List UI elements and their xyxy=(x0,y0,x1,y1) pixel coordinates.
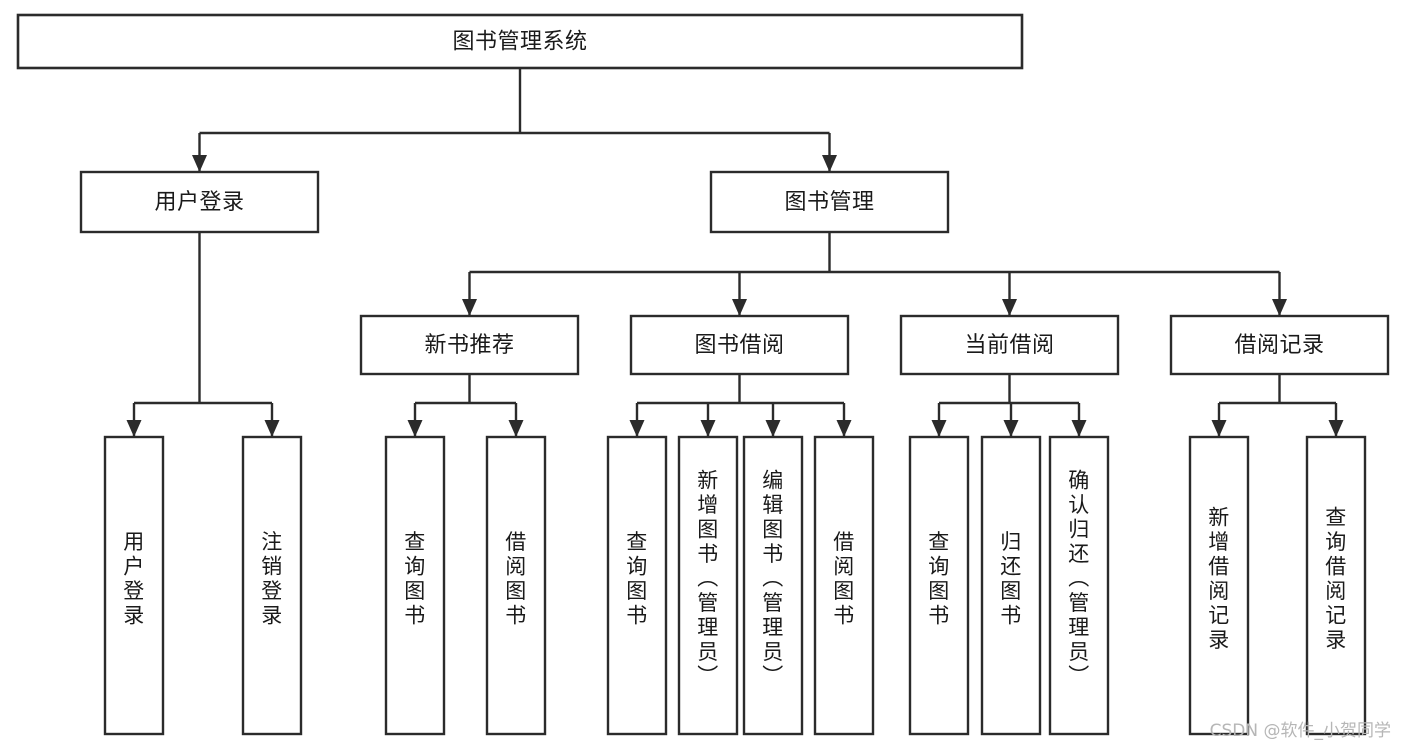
node-label: 查询图书 xyxy=(404,530,426,628)
node-box[interactable] xyxy=(1048,435,1110,736)
node-label: 查询图书 xyxy=(626,530,648,628)
node-box[interactable] xyxy=(1169,314,1390,376)
node-label: 查询借阅记录 xyxy=(1325,505,1347,652)
node-label: 借阅记录 xyxy=(1234,333,1324,358)
node-label: 用户登录 xyxy=(123,530,145,628)
nodes-layer: 图书管理系统用户登录图书管理新书推荐图书借阅当前借阅借阅记录用户登录注销登录查询… xyxy=(16,13,1390,736)
node-box[interactable] xyxy=(813,435,875,736)
node-leaf-return-book[interactable]: 归还图书 xyxy=(980,435,1042,736)
connectors-layer xyxy=(126,68,1344,437)
node-label: 图书管理 xyxy=(784,190,874,215)
node-label: 新增借阅记录 xyxy=(1208,505,1230,652)
node-leaf-logout[interactable]: 注销登录 xyxy=(241,435,303,736)
node-box[interactable] xyxy=(606,435,668,736)
node-label: 归还图书 xyxy=(1000,530,1022,628)
node-box[interactable] xyxy=(1188,435,1250,736)
node-box[interactable] xyxy=(359,314,580,376)
node-box[interactable] xyxy=(79,170,320,234)
node-box[interactable] xyxy=(16,13,1024,70)
node-label: 查询图书 xyxy=(928,530,950,628)
node-label: 新书推荐 xyxy=(424,333,514,358)
node-label: 用户登录 xyxy=(154,190,244,215)
node-box[interactable] xyxy=(899,314,1120,376)
node-label: 当前借阅 xyxy=(964,333,1054,358)
node-label: 编辑图书（管理员） xyxy=(762,469,784,689)
node-label: 借阅图书 xyxy=(833,530,855,628)
node-root[interactable]: 图书管理系统 xyxy=(16,13,1024,70)
node-box[interactable] xyxy=(485,435,547,736)
node-leaf-add-record[interactable]: 新增借阅记录 xyxy=(1188,435,1250,736)
node-box[interactable] xyxy=(241,435,303,736)
node-label: 注销登录 xyxy=(261,530,283,628)
node-new-book-recommend[interactable]: 新书推荐 xyxy=(359,314,580,376)
node-user-login[interactable]: 用户登录 xyxy=(79,170,320,234)
node-label: 新增图书（管理员） xyxy=(697,469,719,689)
node-label: 确认归还（管理员） xyxy=(1068,469,1090,689)
node-box[interactable] xyxy=(103,435,165,736)
node-leaf-borrow-book-1[interactable]: 借阅图书 xyxy=(485,435,547,736)
node-label: 图书借阅 xyxy=(694,333,784,358)
node-leaf-query-book-1[interactable]: 查询图书 xyxy=(384,435,446,736)
node-leaf-add-book[interactable]: 新增图书（管理员） xyxy=(677,435,739,736)
node-book-borrow[interactable]: 图书借阅 xyxy=(629,314,850,376)
node-leaf-query-book-3[interactable]: 查询图书 xyxy=(908,435,970,736)
node-box[interactable] xyxy=(980,435,1042,736)
node-leaf-edit-book[interactable]: 编辑图书（管理员） xyxy=(742,435,804,736)
node-leaf-confirm-return[interactable]: 确认归还（管理员） xyxy=(1048,435,1110,736)
node-box[interactable] xyxy=(629,314,850,376)
node-book-management[interactable]: 图书管理 xyxy=(709,170,950,234)
node-current-borrow[interactable]: 当前借阅 xyxy=(899,314,1120,376)
node-leaf-query-record[interactable]: 查询借阅记录 xyxy=(1305,435,1367,736)
node-label: 借阅图书 xyxy=(505,530,527,628)
node-leaf-query-book-2[interactable]: 查询图书 xyxy=(606,435,668,736)
node-box[interactable] xyxy=(742,435,804,736)
node-box[interactable] xyxy=(709,170,950,234)
node-box[interactable] xyxy=(677,435,739,736)
node-borrow-record[interactable]: 借阅记录 xyxy=(1169,314,1390,376)
node-box[interactable] xyxy=(908,435,970,736)
node-box[interactable] xyxy=(1305,435,1367,736)
node-leaf-borrow-book-2[interactable]: 借阅图书 xyxy=(813,435,875,736)
node-label: 图书管理系统 xyxy=(452,30,587,55)
node-box[interactable] xyxy=(384,435,446,736)
node-leaf-user-login[interactable]: 用户登录 xyxy=(103,435,165,736)
